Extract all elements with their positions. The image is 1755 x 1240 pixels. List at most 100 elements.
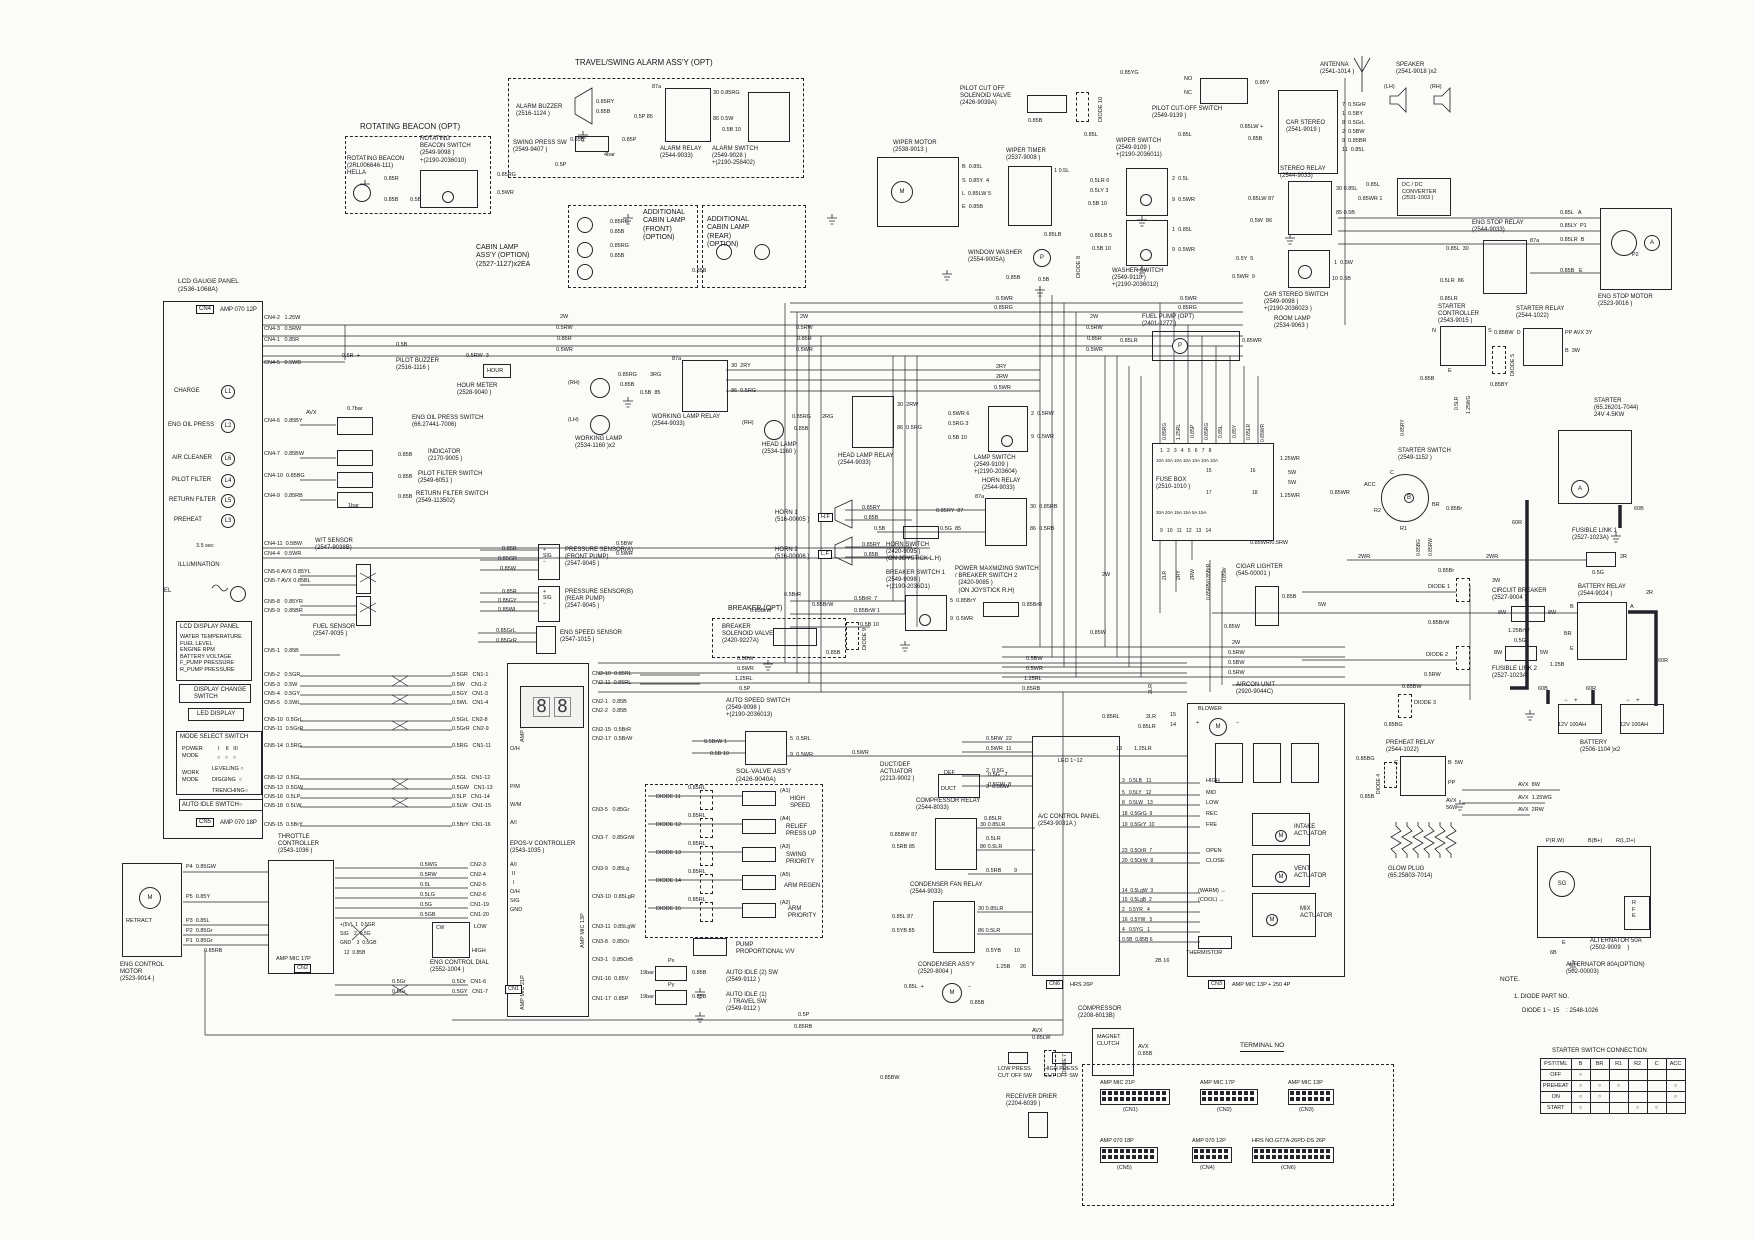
diagram-label: CN1-19 (470, 902, 489, 908)
diagram-label: 26 (1020, 964, 1027, 970)
high-press-switch-sym (1052, 1052, 1072, 1064)
table-cell (1646, 1069, 1667, 1081)
diagram-label: CN1 (505, 985, 523, 994)
diagram-label: A/I (510, 862, 517, 868)
diagram-label: 0.85L (1084, 132, 1098, 138)
diagram-label: CN4-2 1.25W (264, 315, 301, 321)
diagram-label: 0.5WR 11 (986, 746, 1012, 752)
diagram-label: 0.5P 85 (634, 114, 653, 120)
diagram-label: LOW (1206, 800, 1219, 806)
diagram-label: CN3-11 0.85LgW (592, 924, 636, 930)
auto-idle1-sym (655, 990, 687, 1005)
component-circle-P: P (1033, 249, 1051, 267)
lamp-switch-box (988, 406, 1028, 452)
pilot-solenoid (1027, 95, 1067, 113)
diagram-label: LOW (474, 924, 487, 930)
diagram-label: DIODE 3 (1414, 700, 1437, 706)
diagram-label: 2LR (1146, 714, 1157, 720)
diagram-label: DIODE 2 (1426, 652, 1449, 658)
diagram-label: 2W (800, 314, 809, 320)
breaker-opt-assy (712, 618, 846, 658)
diagram-label: 0.5B 85 (640, 390, 661, 396)
diode2 (1456, 646, 1470, 670)
diagram-label: 0.85B (610, 253, 625, 259)
preheat-relay-box (1400, 756, 1446, 796)
diagram-label: 0.5GW CN1-13 (452, 785, 493, 791)
diagram-label: CN2 (294, 964, 312, 973)
diagram-label: 0.85RG (497, 172, 516, 178)
diagram-label: 1.25B (1550, 662, 1565, 668)
diagram-label: 0.85RW (1428, 538, 1434, 556)
dcdc-converter-box (1397, 178, 1451, 216)
diagram-label: HORN SWITCH (2420-9095 ) (ON JOYSTICK L.… (886, 542, 942, 563)
diagram-label: E (1562, 940, 1566, 946)
diagram-label: 0.85R (1087, 336, 1102, 342)
component-circle-29 (1611, 230, 1637, 256)
diagram-label: RETRACT (126, 918, 152, 924)
diagram-label: 19bar (640, 994, 655, 1000)
component-circle-L2: L2 (221, 419, 235, 433)
diagram-label: 0.85P (1190, 424, 1196, 438)
diagram-label: DIODE 9 (862, 627, 868, 650)
diagram-label: − + (1626, 698, 1640, 704)
diagram-label: WINDOW WASHER (2554-9005A) (968, 250, 1023, 264)
room-lamp-switch-box (1288, 250, 1330, 288)
diagram-label: 0.5W CN1-2 (452, 682, 487, 688)
eng-control-motor-box (122, 863, 182, 957)
stereo-relay-box (1288, 181, 1332, 235)
diagram-label: 15 (1170, 712, 1177, 718)
diagram-label: W/T SENSOR (2547-9038B) (315, 538, 353, 552)
diagram-label: 16 0.5YW 5 (1122, 917, 1153, 923)
diagram-label: 0.85WR 1 (1358, 196, 1383, 202)
auto-idle-switch-box (179, 799, 263, 811)
diagram-label: STARTER SWITCH (2549-1152 ) (1398, 448, 1451, 462)
diagram-label: 1 0.5L (1054, 168, 1070, 174)
diagram-label: 0.85BW 87 (890, 832, 918, 838)
diagram-label: 0.5B 10 (722, 127, 741, 133)
diagram-label: CN5-7 AVX 0.85BL (264, 578, 311, 584)
diagram-label: 0.85BW (880, 1075, 900, 1081)
diagram-label: 19 0.5GrY 10 (1122, 822, 1155, 828)
table-cell (1665, 1069, 1686, 1081)
diagram-label: 2RY (1176, 570, 1182, 580)
diagram-label: DIODE 10 (1098, 96, 1104, 122)
diagram-label: AUTO IDLE (2) SW (2549-9112 ) (726, 970, 778, 984)
diagram-label: CN3 (1208, 980, 1226, 989)
compressor-relay-box (935, 818, 977, 870)
diagram-label: 0.85LB (1044, 232, 1062, 238)
component-circle-M: M (1275, 830, 1287, 842)
diagram-label: A/C CONTROL PANEL (2543-9031A ) (1038, 814, 1100, 828)
diagram-label: E (1570, 646, 1574, 652)
table-cell: ○ (1570, 1080, 1591, 1092)
diagram-label: 0.5B (874, 526, 886, 532)
diagram-label: CN2-11 0.85RL (592, 680, 632, 686)
diagram-label: DISPLAY CHANGE SWITCH (194, 687, 247, 701)
diagram-label: 0.5G (420, 902, 432, 908)
diagram-label: CN5-4 0.5GY (264, 691, 301, 697)
diagram-label: H.F (818, 513, 833, 522)
diagram-label: RELIEF PRESS UP (786, 824, 817, 838)
diagram-label: 0.5B 10 (710, 751, 729, 757)
diagram-label: E (1448, 368, 1452, 374)
oil-press-switch-sym (337, 417, 373, 435)
diagram-label: 1 2 3 4 5 6 7 8 (1160, 448, 1212, 454)
diagram-label: CN3-9 0.85Lg (592, 866, 630, 872)
diagram-label: 1.25RL (735, 676, 753, 682)
diagram-label: 0.85LB 5 (1090, 233, 1113, 239)
connector-pin-grid (1100, 1089, 1170, 1105)
diagram-label: HEAD LAMP (2534-1160 ) (762, 442, 797, 456)
diagram-label: BR (1564, 631, 1572, 637)
epos-controller-box (507, 663, 589, 1017)
diagram-label: 1 0.5W (1334, 260, 1353, 266)
diagram-label: 0.5WR (1180, 296, 1197, 302)
diagram-label: INDICATOR (2170-9005 ) (428, 449, 463, 463)
magnet-clutch-box (1092, 1028, 1134, 1076)
component-circle-15 (577, 217, 593, 233)
diagram-label: ILLUMINATION (178, 562, 220, 568)
diagram-label: COMPRESSOR (2208-6013B) (1078, 1006, 1122, 1020)
diagram-label: AVX 56W (1446, 798, 1458, 811)
diagram-label: 2RW (996, 374, 1009, 380)
diagram-label: 0.85L (1178, 132, 1192, 138)
diagram-label: 0.85RG (994, 305, 1013, 311)
diagram-label: 0.85LY P1 (1560, 223, 1587, 229)
